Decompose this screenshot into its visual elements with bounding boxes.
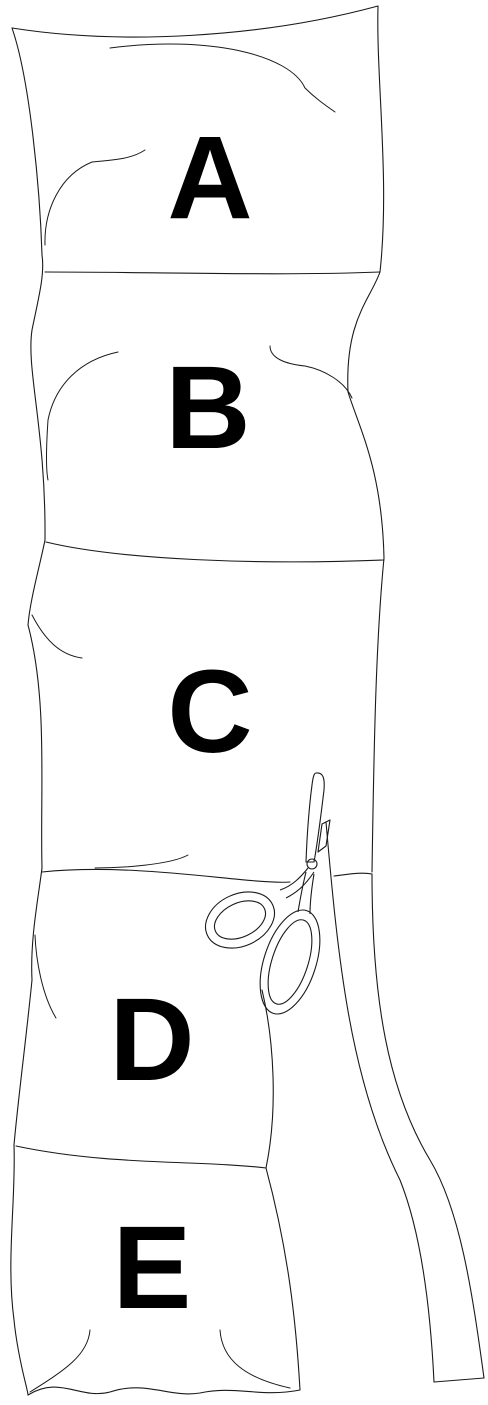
section-label-c: C xyxy=(167,646,252,778)
cut-strip-end xyxy=(434,1378,484,1382)
sheet-bottom-edge xyxy=(28,1387,300,1395)
fold-b-right xyxy=(270,346,352,398)
fold-a-top xyxy=(110,44,335,112)
section-labels: A B C D E xyxy=(109,112,252,1334)
scissor-shank-lower xyxy=(298,872,314,914)
scissor-ring-lower-outer xyxy=(249,903,332,1022)
scissor-shank-upper xyxy=(280,868,314,898)
divider-c-d xyxy=(42,869,290,882)
sheet-right-edge-lower xyxy=(262,990,300,1390)
section-label-a: A xyxy=(167,112,252,244)
fold-e-right xyxy=(220,1330,290,1388)
scissor-ring-upper-inner xyxy=(208,893,271,947)
cut-strip-left-edge xyxy=(326,822,434,1382)
fold-a-left xyxy=(45,150,145,245)
fold-d-left xyxy=(35,935,56,1018)
fold-c-bottom xyxy=(95,855,188,868)
divider-b-c xyxy=(46,542,384,562)
fold-e-left xyxy=(30,1330,90,1392)
section-label-d: D xyxy=(109,974,194,1106)
section-label-e: E xyxy=(113,1202,192,1334)
divider-d-e xyxy=(16,1146,266,1168)
fold-b-left xyxy=(47,352,119,480)
section-label-b: B xyxy=(165,342,250,474)
scissor-ring-upper-outer xyxy=(196,881,283,959)
fold-c-left xyxy=(32,615,82,658)
divider-a-b xyxy=(45,272,380,274)
divider-c-d-right xyxy=(334,873,372,876)
sheet-left-edge xyxy=(11,28,45,1395)
scissors-icon xyxy=(196,773,331,1021)
scissor-blade-upper xyxy=(306,773,324,862)
sheet-right-edge-upper xyxy=(348,6,384,872)
scissor-pivot xyxy=(307,859,317,869)
sheet-top-edge xyxy=(12,6,378,37)
cut-strip xyxy=(326,822,484,1382)
